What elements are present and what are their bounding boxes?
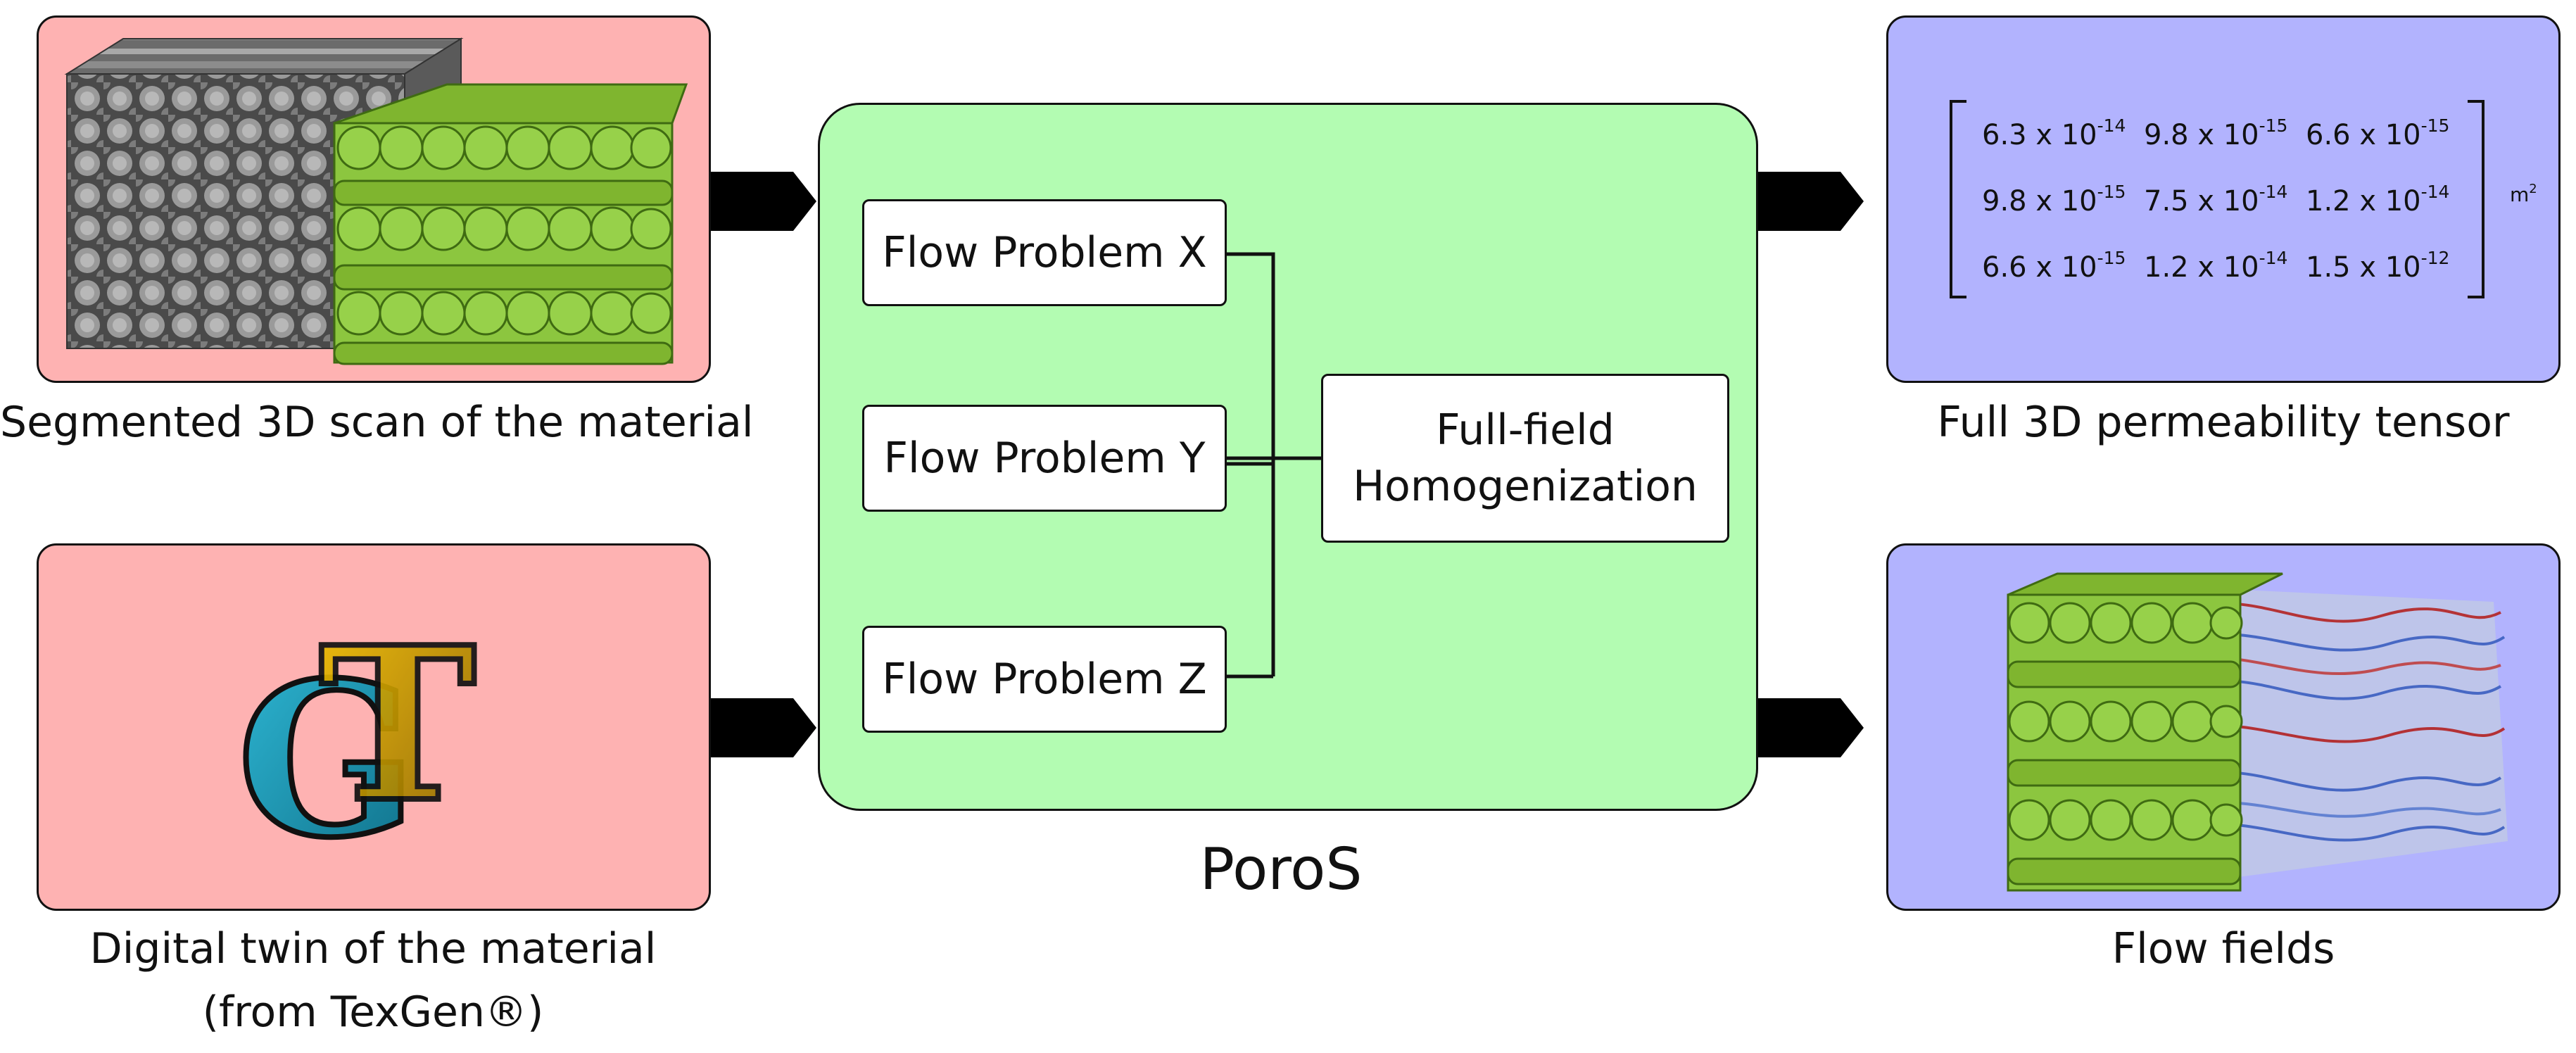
tensor-caption: Full 3D permeability tensor	[1937, 398, 2510, 447]
twin-caption-line2: (from TexGen®)	[202, 988, 544, 1037]
scan-caption: Segmented 3D scan of the material	[0, 398, 754, 447]
tensor-panel	[1886, 15, 2561, 383]
tensor-cell: 1.2 x 10-14	[2306, 181, 2450, 217]
flow-fields-caption: Flow fields	[2111, 924, 2335, 973]
flow-fiber-bundle	[2007, 572, 2283, 892]
logo-letter-t: T	[319, 600, 476, 849]
flow-problem-z-box: Flow Problem Z	[862, 626, 1227, 733]
flow-fields-panel	[1886, 543, 2561, 911]
twin-caption-line1: Digital twin of the material	[89, 924, 657, 973]
poros-title: PoroS	[1199, 836, 1363, 903]
tensor-cell: 7.5 x 10-14	[2144, 181, 2288, 217]
flow-problem-z-label: Flow Problem Z	[882, 655, 1207, 704]
fiber-bundle	[333, 83, 688, 365]
permeability-matrix: 6.3 x 10-14 9.8 x 10-15 6.6 x 10-15 9.8 …	[1950, 100, 2485, 298]
flow-problem-y-label: Flow Problem Y	[883, 434, 1206, 483]
homogenization-line1: Full-field	[1436, 405, 1615, 455]
flow-problem-x-box: Flow Problem X	[862, 199, 1227, 306]
arrow-poros-to-tensor	[1758, 172, 1864, 231]
tensor-cell: 6.6 x 10-15	[1982, 247, 2126, 284]
flow-fields-image	[2007, 572, 2508, 892]
matrix-left-bracket	[1950, 100, 1966, 298]
tensor-cell: 6.6 x 10-15	[2306, 115, 2450, 151]
flow-connector-lines	[1227, 252, 1321, 679]
arrow-twin-to-poros	[711, 698, 816, 757]
tensor-cell: 9.8 x 10-15	[1982, 181, 2126, 217]
homogenization-box: Full-field Homogenization	[1321, 374, 1729, 543]
logo-letter-g: G	[237, 636, 417, 884]
streamlines	[2190, 602, 2506, 842]
tensor-cell: 6.3 x 10-14	[1982, 115, 2126, 151]
matrix-right-bracket	[2468, 100, 2485, 298]
scan-panel	[37, 15, 711, 383]
texgen-logo-icon: G T	[234, 598, 479, 887]
flow-problem-y-box: Flow Problem Y	[862, 405, 1227, 512]
tensor-cell: 1.2 x 10-14	[2144, 247, 2288, 284]
tensor-cell: 1.5 x 10-12	[2306, 247, 2450, 284]
tensor-cell: 9.8 x 10-15	[2144, 115, 2288, 151]
poros-panel: Flow Problem X Flow Problem Y Flow Probl…	[818, 103, 1758, 811]
arrow-poros-to-flowfields	[1758, 698, 1864, 757]
homogenization-line2: Homogenization	[1353, 462, 1698, 511]
scan-image	[64, 37, 688, 365]
tensor-unit: m2	[2510, 182, 2537, 206]
flow-problem-x-label: Flow Problem X	[882, 228, 1207, 277]
digital-twin-panel: G T	[37, 543, 711, 911]
arrow-scan-to-poros	[711, 172, 816, 231]
